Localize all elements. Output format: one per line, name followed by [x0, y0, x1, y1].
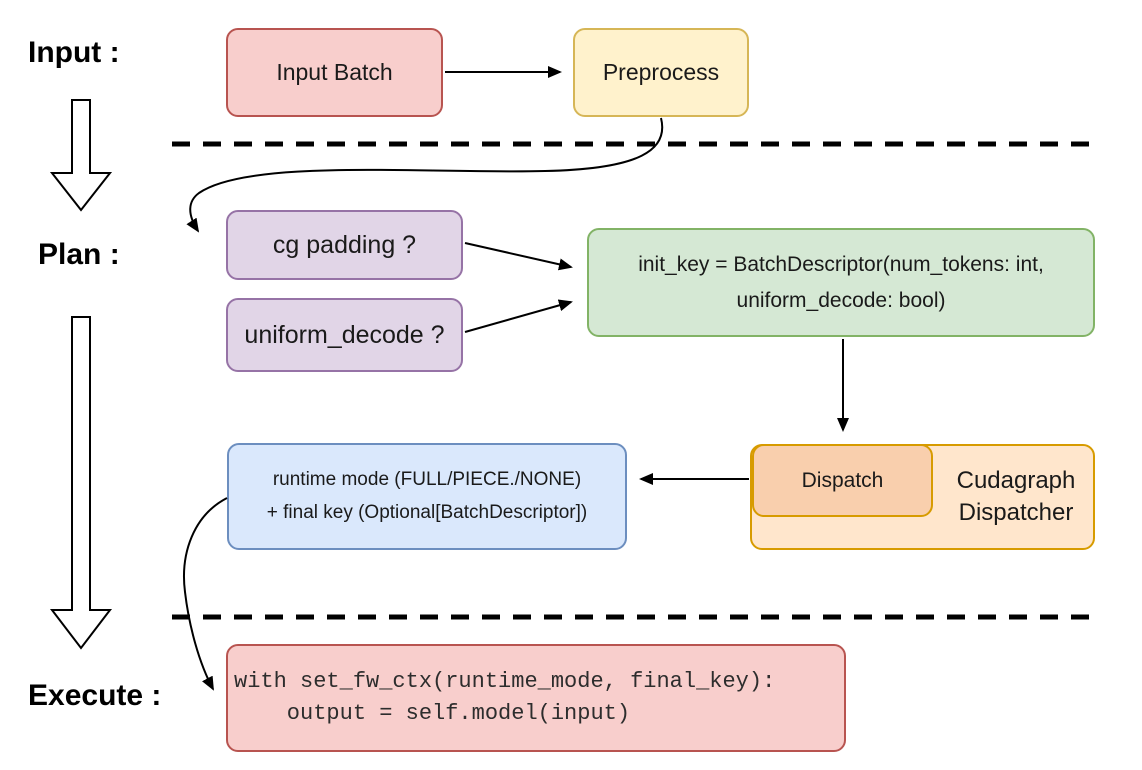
node-execute-code-line2: output = self.model(input) — [234, 701, 631, 726]
node-uniform-decode-label: uniform_decode ? — [244, 321, 445, 349]
stage-label-execute: Execute : — [28, 679, 162, 712]
node-uniform-decode: uniform_decode ? — [226, 298, 463, 372]
stage-arrow-input-to-plan — [49, 99, 113, 212]
node-runtime-mode-line2: + final key (Optional[BatchDescriptor]) — [266, 501, 588, 523]
connector-cg-padding-to-init-key — [464, 242, 573, 271]
connector-runtime-mode-to-execute-code — [183, 497, 228, 691]
node-dispatch: Dispatch — [752, 444, 933, 517]
node-runtime-mode: runtime mode (FULL/PIECE./NONE) + final … — [227, 443, 627, 550]
node-cg-padding-label: cg padding ? — [272, 231, 417, 259]
node-preprocess: Preprocess — [573, 28, 749, 117]
node-init-key-line2: uniform_decode: bool) — [736, 288, 946, 312]
stage-label-input: Input : — [28, 36, 120, 69]
connector-uniform-decode-to-init-key — [464, 299, 573, 333]
node-init-key: init_key = BatchDescriptor(num_tokens: i… — [587, 228, 1095, 337]
stage-label-plan: Plan : — [38, 238, 120, 271]
node-preprocess-label: Preprocess — [602, 58, 720, 85]
node-input-batch: Input Batch — [226, 28, 443, 117]
node-cg-padding: cg padding ? — [226, 210, 463, 280]
node-cudagraph-dispatcher-label: Cudagraph Dispatcher — [935, 446, 1097, 548]
node-runtime-mode-line1: runtime mode (FULL/PIECE./NONE) — [272, 469, 582, 491]
node-cudagraph-dispatcher-line1: Cudagraph — [956, 467, 1076, 495]
node-execute-code: with set_fw_ctx(runtime_mode, final_key)… — [226, 644, 846, 752]
node-init-key-line1: init_key = BatchDescriptor(num_tokens: i… — [638, 252, 1044, 276]
node-cudagraph-dispatcher-line2: Dispatcher — [958, 499, 1074, 526]
stage-arrow-plan-to-execute — [49, 316, 113, 650]
node-execute-code-line1: with set_fw_ctx(runtime_mode, final_key)… — [234, 669, 776, 695]
node-dispatch-label: Dispatch — [801, 468, 884, 492]
node-input-batch-label: Input Batch — [276, 58, 393, 85]
